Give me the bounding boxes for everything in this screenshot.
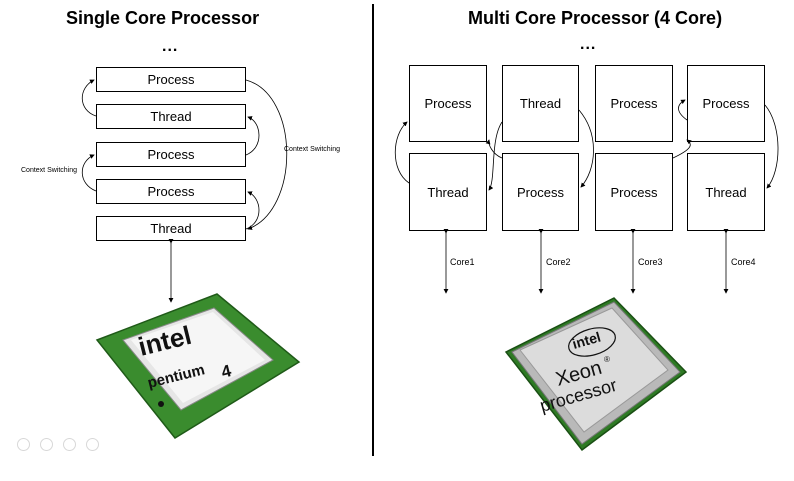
core3-top-box: Process — [595, 65, 673, 142]
pencil-icon[interactable] — [17, 438, 30, 451]
left-arrow-process-to-thread — [245, 116, 260, 156]
core4-to-core3-arrow — [678, 99, 688, 121]
core2-bottom-box: Process — [502, 153, 579, 231]
core4-cycle-arrow — [764, 104, 779, 189]
zoom-icon[interactable] — [63, 438, 76, 451]
single-core-title: Single Core Processor — [66, 8, 260, 28]
xeon-registered: ® — [604, 355, 610, 364]
core3-label: Core3 — [638, 257, 663, 267]
left-box-1: Process — [96, 67, 246, 92]
core2-bottom-arrow — [485, 139, 503, 159]
core3-to-core4-arrow — [672, 139, 692, 159]
core2-top-box: Thread — [502, 65, 579, 142]
multi-core-title: Multi Core Processor (4 Core) — [468, 8, 723, 28]
core4-top-box: Process — [687, 65, 765, 142]
core1-top-box: Process — [409, 65, 487, 142]
core4-label: Core4 — [731, 257, 756, 267]
left-box-5: Thread — [96, 216, 246, 241]
section-divider — [372, 4, 374, 456]
core1-bottom-box: Thread — [409, 153, 487, 231]
camera-icon[interactable] — [40, 438, 53, 451]
context-switching-left-label: Context Switching — [21, 167, 78, 174]
core1-cycle-arrow — [395, 121, 410, 184]
bottom-toolbar — [17, 438, 99, 451]
core2-to-core3-arrow — [578, 109, 594, 188]
more-icon[interactable] — [86, 438, 99, 451]
xeon-brand: intel — [570, 329, 602, 352]
xeon-chip: intel Xeon ® processor — [504, 297, 688, 452]
left-context-switch-arrow — [81, 154, 97, 192]
left-arrow-thread-to-process-2 — [245, 191, 260, 230]
left-box-4: Process — [96, 179, 246, 204]
pentium-chip: intel pentium 4 — [95, 293, 301, 439]
left-arrow-thread-to-process — [81, 79, 97, 117]
core1-to-core2-arrow — [488, 121, 503, 191]
context-switching-right-label: Context Switching — [284, 146, 341, 153]
left-box-3: Process — [96, 142, 246, 167]
left-ellipsis: ... — [162, 38, 179, 55]
core3-bottom-box: Process — [595, 153, 673, 231]
right-context-switch-arrow — [245, 79, 288, 230]
right-ellipsis: ... — [580, 36, 597, 53]
core2-label: Core2 — [546, 257, 571, 267]
left-box-2: Thread — [96, 104, 246, 129]
core1-label: Core1 — [450, 257, 475, 267]
